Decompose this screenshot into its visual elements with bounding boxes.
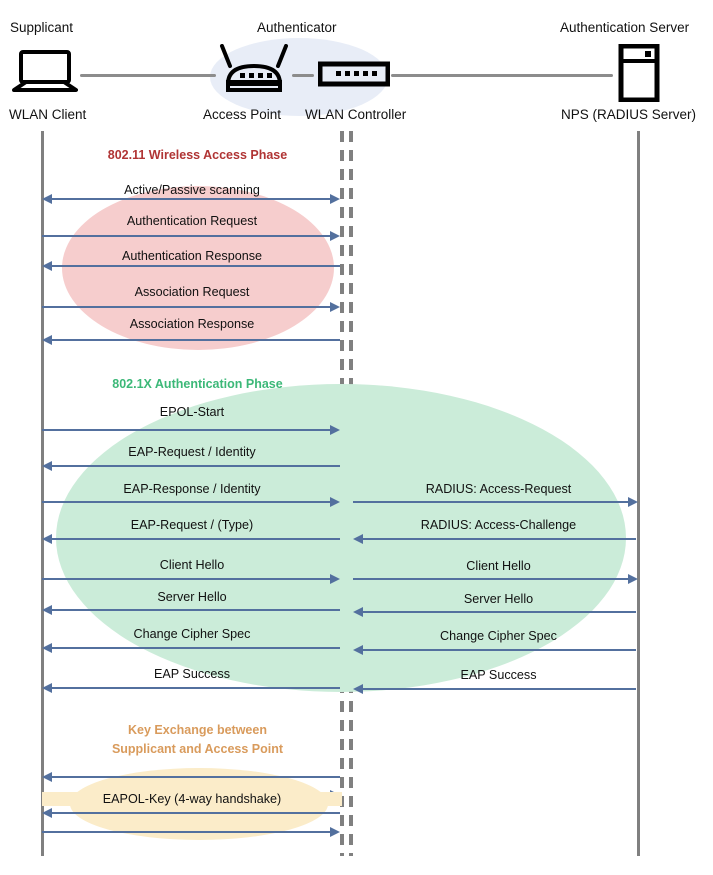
message-label: Change Cipher Spec xyxy=(133,627,251,641)
arrowhead-left-icon xyxy=(42,194,52,204)
message-arrow xyxy=(42,578,335,580)
message-label: Client Hello xyxy=(159,558,225,572)
laptop-icon xyxy=(12,50,78,94)
arrowhead-right-icon xyxy=(330,231,340,241)
message-label: RADIUS: Access-Challenge xyxy=(420,518,577,532)
actor-device-access-point: Access Point xyxy=(203,107,282,122)
message-label: EAPOL-Key (4-way handshake) xyxy=(42,792,342,806)
message-arrow xyxy=(50,465,340,467)
message-label: Association Request xyxy=(134,285,250,299)
arrowhead-left-icon xyxy=(42,534,52,544)
message-label: EAP-Request / Identity xyxy=(128,445,256,459)
arrowhead-right-icon xyxy=(628,574,638,584)
arrowhead-right-icon xyxy=(330,827,340,837)
authenticator-halo xyxy=(210,38,388,116)
arrowhead-left-icon xyxy=(42,335,52,345)
arrowhead-left-icon xyxy=(353,684,363,694)
message-label: RADIUS: Access-Request xyxy=(425,482,572,496)
message-arrow xyxy=(42,429,335,431)
phase-802-11-label: 802.11 Wireless Access Phase xyxy=(107,148,288,162)
message-arrow xyxy=(50,198,335,200)
actor-role-authenticator: Authenticator xyxy=(257,20,337,35)
message-arrow xyxy=(50,687,340,689)
link-ap-controller xyxy=(292,74,314,77)
message-label: Server Hello xyxy=(157,590,227,604)
lifeline-supplicant xyxy=(41,131,44,856)
message-arrow xyxy=(361,611,636,613)
arrowhead-left-icon xyxy=(353,645,363,655)
message-arrow xyxy=(50,265,340,267)
arrowhead-left-icon xyxy=(42,605,52,615)
message-arrow xyxy=(50,647,340,649)
message-arrow xyxy=(361,538,636,540)
message-arrow xyxy=(50,776,340,778)
message-arrow xyxy=(50,339,340,341)
message-arrow xyxy=(50,609,340,611)
arrowhead-left-icon xyxy=(42,772,52,782)
actor-device-wlan-controller: WLAN Controller xyxy=(305,107,407,122)
link-controller-server xyxy=(391,74,613,77)
arrowhead-left-icon xyxy=(353,607,363,617)
arrowhead-right-icon xyxy=(330,302,340,312)
arrowhead-right-icon xyxy=(628,497,638,507)
message-label: EAP Success xyxy=(460,668,537,682)
message-arrow xyxy=(50,538,340,540)
message-label: EPOL-Start xyxy=(159,405,225,419)
message-label: Active/Passive scanning xyxy=(124,183,260,197)
message-arrow xyxy=(50,812,340,814)
actor-role-supplicant: Supplicant xyxy=(10,20,74,35)
message-label: Server Hello xyxy=(463,592,534,606)
message-arrow xyxy=(361,688,636,690)
phase-802-1x-label: 802.1X Authentication Phase xyxy=(112,377,283,391)
arrowhead-left-icon xyxy=(42,461,52,471)
message-label: EAP Success xyxy=(153,667,231,681)
message-label: Client Hello xyxy=(466,559,531,573)
message-arrow xyxy=(353,501,630,503)
phase-key-exchange-label-line2: Supplicant and Access Point xyxy=(111,742,284,756)
phase-802-11-blob xyxy=(62,186,334,350)
phase-key-exchange-label-line1: Key Exchange between xyxy=(128,723,267,737)
arrowhead-right-icon xyxy=(330,194,340,204)
message-label: Association Response xyxy=(129,317,255,331)
message-arrow xyxy=(42,235,335,237)
lifeline-authentication-server xyxy=(637,131,640,856)
arrowhead-right-icon xyxy=(330,574,340,584)
wireless-router-icon xyxy=(216,44,292,96)
message-arrow xyxy=(42,306,335,308)
arrowhead-right-icon xyxy=(330,497,340,507)
arrowhead-left-icon xyxy=(42,808,52,818)
actor-role-authentication-server: Authentication Server xyxy=(560,20,690,35)
controller-box-icon xyxy=(317,60,391,88)
arrowhead-left-icon xyxy=(353,534,363,544)
server-rack-icon xyxy=(618,43,660,103)
message-label: Authentication Response xyxy=(121,249,263,263)
message-label: EAP-Request / (Type) xyxy=(130,518,254,532)
message-arrow xyxy=(42,831,335,833)
actor-device-wlan-client: WLAN Client xyxy=(9,107,87,122)
arrowhead-right-icon xyxy=(330,425,340,435)
message-arrow xyxy=(361,649,636,651)
arrowhead-left-icon xyxy=(42,643,52,653)
link-client-ap xyxy=(80,74,216,77)
arrowhead-left-icon xyxy=(42,261,52,271)
actor-device-nps-radius-server: NPS (RADIUS Server) xyxy=(561,107,697,122)
message-label: EAP-Response / Identity xyxy=(123,482,261,496)
arrowhead-left-icon xyxy=(42,683,52,693)
message-label: Change Cipher Spec xyxy=(440,629,557,643)
message-arrow xyxy=(42,501,335,503)
message-arrow xyxy=(353,578,630,580)
message-label: Authentication Request xyxy=(126,214,258,228)
